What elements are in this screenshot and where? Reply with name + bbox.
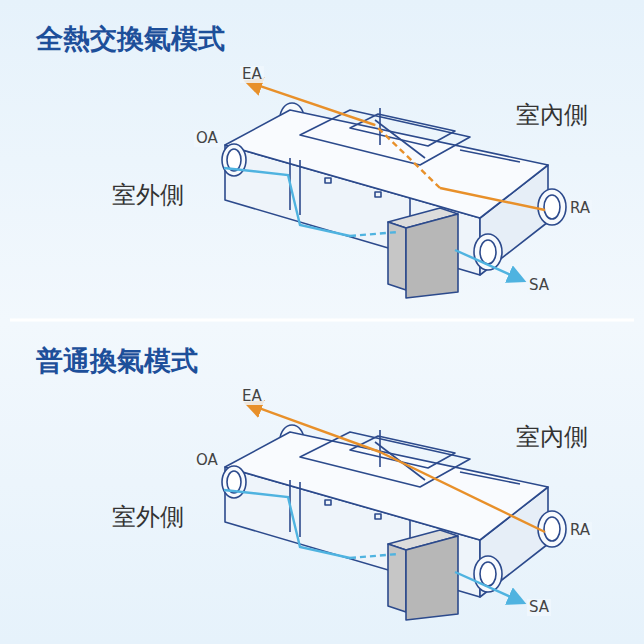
outdoor-air-label: OA <box>194 452 220 469</box>
return-air-label: RA <box>568 200 592 217</box>
supply-air-label: SA <box>527 599 551 616</box>
supply-air-label: SA <box>527 277 551 294</box>
exhaust-air-label: EA <box>240 66 264 83</box>
exhaust-air-label: EA <box>240 388 264 405</box>
indoor-label: 室內側 <box>516 102 588 128</box>
mode-title: 普通換氣模式 <box>36 346 198 376</box>
outdoor-air-label: OA <box>194 130 220 147</box>
return-air-label: RA <box>568 522 592 539</box>
outdoor-label: 室外側 <box>112 182 184 208</box>
indoor-label: 室內側 <box>516 424 588 450</box>
outdoor-label: 室外側 <box>112 504 184 530</box>
mode-title: 全熱交換氣模式 <box>36 24 225 54</box>
